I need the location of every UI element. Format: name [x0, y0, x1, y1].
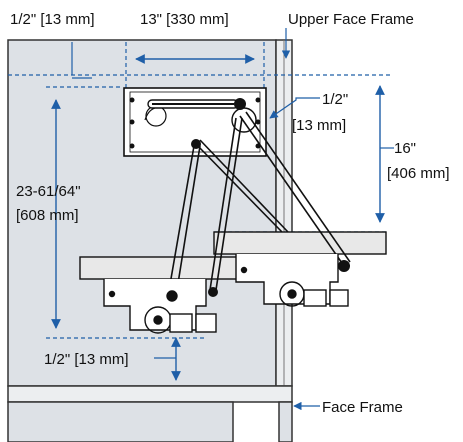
linkage-arms [167, 111, 351, 297]
height-label-line1: 23-61/64" [16, 183, 81, 200]
shelf-raised [213, 231, 387, 255]
face-frame-label: Face Frame [322, 399, 403, 416]
hinge-bracket-icon [235, 254, 349, 307]
travel-label-line1: 16" [394, 140, 416, 157]
travel-label-line2: [406 mm] [387, 165, 450, 182]
right-offset-label-line2: [13 mm] [292, 117, 346, 134]
lower-cabinet [7, 401, 234, 442]
height-label-line2: [608 mm] [16, 207, 79, 224]
top-width-label: 13" [330 mm] [140, 11, 229, 28]
pivot-upper-right [338, 260, 350, 272]
counter-top [7, 385, 293, 403]
latch-icon [103, 279, 217, 334]
lower-face-frame [278, 401, 293, 442]
upper-face-frame-label: Upper Face Frame [288, 11, 414, 28]
right-offset-leader [269, 97, 320, 119]
top-left-offset-label: 1/2" [13 mm] [10, 11, 95, 28]
pivot-lower-mid [208, 287, 218, 297]
bottom-offset-label: 1/2" [13 mm] [44, 351, 129, 368]
right-offset-label-line1: 1/2" [322, 91, 348, 108]
mechanism-plate-icon [123, 87, 267, 157]
